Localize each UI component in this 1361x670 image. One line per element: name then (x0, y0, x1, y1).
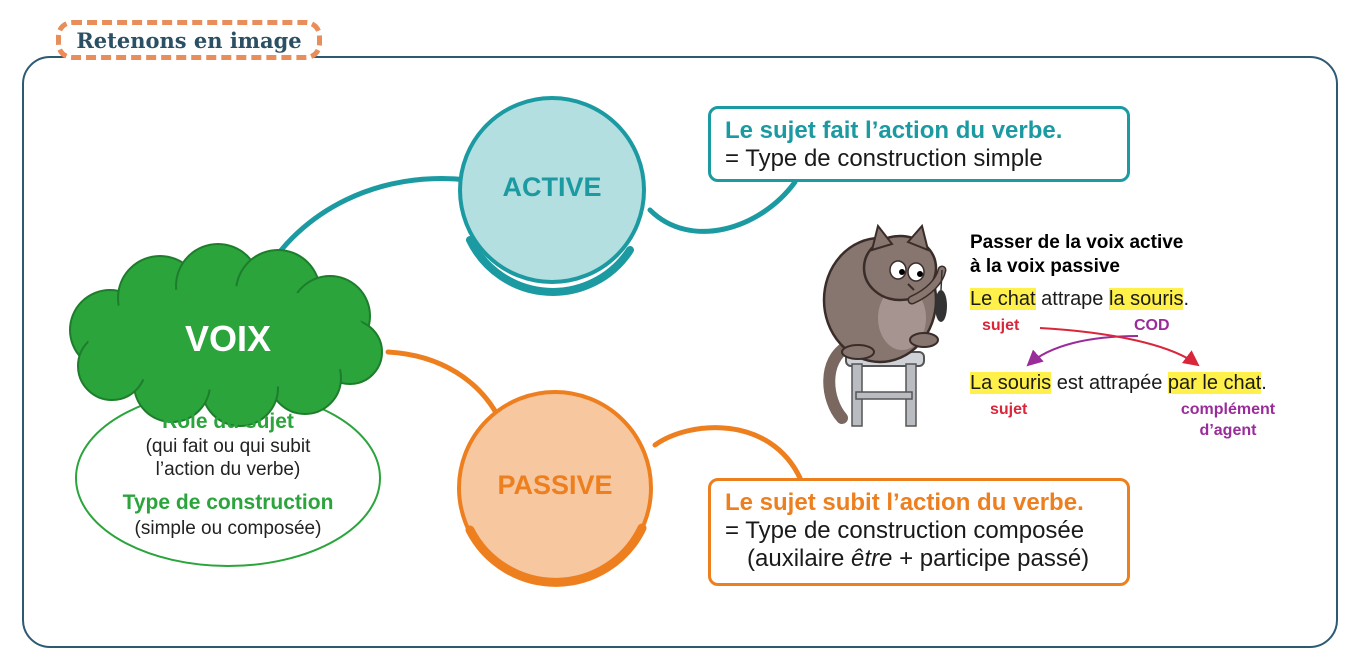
label-sujet-passive: sujet (990, 401, 1028, 418)
section-tag: Retenons en image (56, 20, 322, 60)
passive-definition-box: Le sujet subit l’action du verbe. = Type… (708, 478, 1130, 586)
sentence-passive-agent: par le chat (1167, 372, 1262, 394)
active-definition-box: Le sujet fait l’action du verbe. = Type … (708, 106, 1130, 182)
arrow-cod-to-subject (1026, 335, 1139, 367)
sentence-active: Le chat attrape la souris. (970, 288, 1189, 311)
voix-cloud (69, 243, 383, 427)
section-tag-label: Retenons en image (76, 27, 302, 53)
sentence-passive-verb: est attrapée (1051, 372, 1168, 394)
active-circle (458, 96, 646, 284)
passive-line2-c: + participe passé) (892, 545, 1090, 572)
connector-passive-box (652, 425, 803, 481)
sentence-active-subject: Le chat (970, 288, 1036, 310)
label-agent: d’agent (1199, 422, 1257, 439)
passive-line2-a: (auxilaire (747, 545, 852, 572)
sentence-active-end: . (1183, 288, 1190, 310)
type-desc: (simple ou composée) (134, 518, 322, 539)
connector-active-box (647, 179, 798, 234)
content-frame (22, 56, 1338, 648)
passive-label: PASSIVE (497, 470, 613, 500)
role-desc-2: l’action du verbe) (155, 459, 301, 480)
passive-definition-line1: = Type de construction composée (725, 517, 1085, 544)
sentence-passive: La souris est attrapée par le chat. (970, 372, 1267, 395)
passive-definition-line2: (auxilaire être + participe passé) (725, 545, 1113, 573)
example-title-2: à la voix passive (970, 256, 1120, 277)
passive-line2-b: être (851, 545, 893, 572)
example-title-1: Passer de la voix active (970, 232, 1184, 253)
sentence-active-cod: la souris (1109, 288, 1184, 310)
label-complement: complément (1180, 401, 1276, 418)
role-desc-1: (qui fait ou qui subit (145, 436, 311, 457)
active-definition-line: = Type de construction simple (725, 145, 1043, 172)
active-label: ACTIVE (502, 172, 602, 202)
sentence-active-verb: attrape (1035, 288, 1109, 310)
active-definition-head: Le sujet fait l’action du verbe. (725, 117, 1063, 144)
sentence-passive-end: . (1261, 372, 1267, 394)
voix-label: VOIX (184, 318, 272, 359)
passive-definition-head: Le sujet subit l’action du verbe. (725, 489, 1084, 516)
label-cod: COD (1134, 317, 1170, 334)
role-title: Rôle du sujet (162, 410, 294, 433)
connector-voix-passive (385, 349, 503, 423)
sentence-passive-subject: La souris (970, 372, 1052, 394)
cat-illustration (822, 223, 947, 427)
type-title: Type de construction (122, 491, 334, 514)
label-sujet-active: sujet (982, 317, 1020, 334)
arrow-subject-to-agent (1039, 327, 1200, 367)
